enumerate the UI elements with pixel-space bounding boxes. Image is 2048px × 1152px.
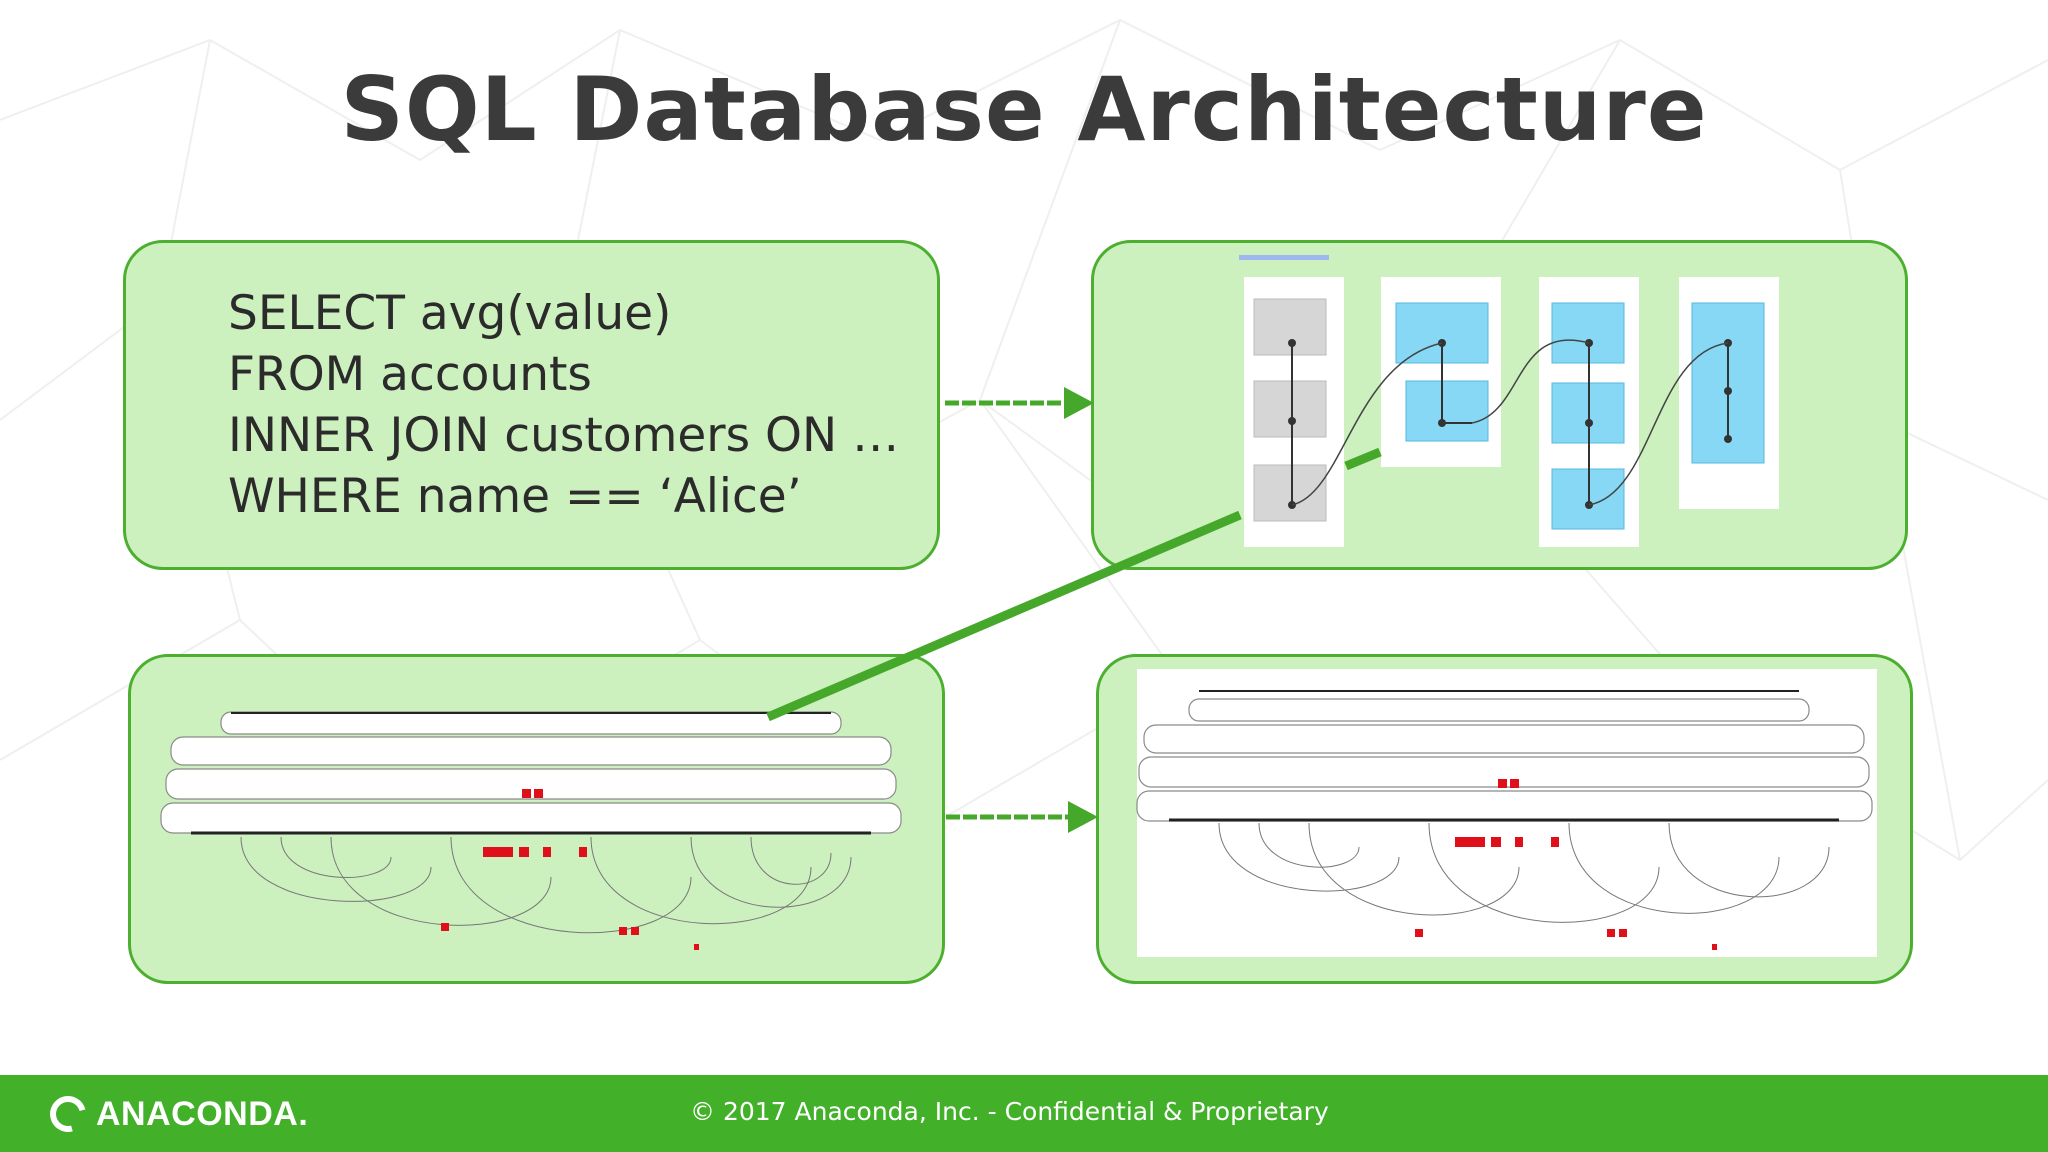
graph-node-band [165, 768, 897, 800]
stage-box-gray [1253, 380, 1327, 438]
graph-edge [240, 836, 432, 902]
graph-edge [330, 836, 552, 926]
copyright-notice: © 2017 Anaconda, Inc. - Confidential & P… [690, 1097, 1329, 1126]
graph-edge [1218, 822, 1400, 892]
graph-edge [1428, 822, 1660, 923]
graph-edge [1258, 822, 1360, 868]
graph-node-band [1188, 698, 1810, 722]
task-graph-diagram [160, 711, 902, 950]
graph-edge [280, 836, 392, 878]
stage-box-gray [1253, 298, 1327, 356]
task-highlight-node [1551, 837, 1559, 847]
stage-node [1288, 339, 1296, 347]
task-highlight-node [1455, 837, 1485, 847]
graph-edge [1308, 822, 1520, 916]
task-highlight-node [441, 923, 449, 931]
task-highlight-node [522, 789, 531, 798]
graph-edge [590, 836, 812, 925]
task-highlight-node [483, 847, 513, 857]
task-highlight-node [1515, 837, 1523, 847]
stage-node [1438, 419, 1446, 427]
graph-node-band [1136, 790, 1873, 822]
sql-line-where: WHERE name == ‘Alice’ [228, 469, 802, 524]
stage-graph-caption-mark [1239, 255, 1329, 260]
graph-edge [1668, 822, 1830, 898]
stage-box-blue [1405, 380, 1489, 442]
task-highlight-node [1415, 929, 1423, 937]
stage-edge [1471, 339, 1590, 424]
graph-edge [450, 836, 692, 934]
sql-line-from: FROM accounts [228, 347, 592, 402]
task-highlight-node [579, 847, 587, 857]
task-highlight-node [1491, 837, 1501, 847]
task-highlight-node [1498, 779, 1507, 788]
task-highlight-node [543, 847, 551, 857]
task-highlight-node [1510, 779, 1519, 788]
graph-node-band [1143, 724, 1865, 754]
task-highlight-node [534, 789, 543, 798]
brand-name: ANACONDA. [96, 1094, 309, 1133]
graph-node-band [170, 736, 892, 766]
task-graph-panel-left [128, 654, 945, 984]
anaconda-ring-icon [43, 1089, 93, 1139]
task-highlight-node [1607, 929, 1615, 937]
task-highlight-node [619, 927, 627, 935]
sql-line-select: SELECT avg(value) [228, 286, 672, 341]
stage-node [1724, 435, 1732, 443]
stage-node [1585, 419, 1593, 427]
footer-bar: ANACONDA. © 2017 Anaconda, Inc. - Confid… [0, 1075, 2048, 1152]
slide-title: SQL Database Architecture [340, 58, 1708, 161]
task-graph-panel-right [1096, 654, 1913, 984]
task-graph-diagram-optimized [1136, 669, 1877, 957]
graph-edge [750, 836, 832, 885]
task-highlight-node [631, 927, 639, 935]
graph-edge [1568, 822, 1780, 914]
sql-query-text: SELECT avg(value) FROM accounts INNER JO… [228, 283, 899, 527]
stage-graph-diagram [1239, 255, 1779, 547]
stage-edge [1291, 342, 1443, 506]
task-highlight-node [1712, 944, 1717, 950]
stage-graph-panel [1091, 240, 1908, 570]
sql-line-join: INNER JOIN customers ON … [228, 408, 900, 463]
stage-node [1724, 387, 1732, 395]
graph-node-band [220, 711, 842, 735]
task-highlight-node [1619, 929, 1627, 937]
graph-edge [690, 836, 852, 908]
anaconda-logo: ANACONDA. [43, 1089, 309, 1139]
stage-edge [1588, 342, 1729, 506]
task-highlight-node [694, 944, 699, 950]
stage-node [1288, 417, 1296, 425]
graph-node-band [160, 802, 902, 834]
sql-query-panel: SELECT avg(value) FROM accounts INNER JO… [123, 240, 940, 570]
task-highlight-node [519, 847, 529, 857]
stage-box-gray [1253, 464, 1327, 522]
